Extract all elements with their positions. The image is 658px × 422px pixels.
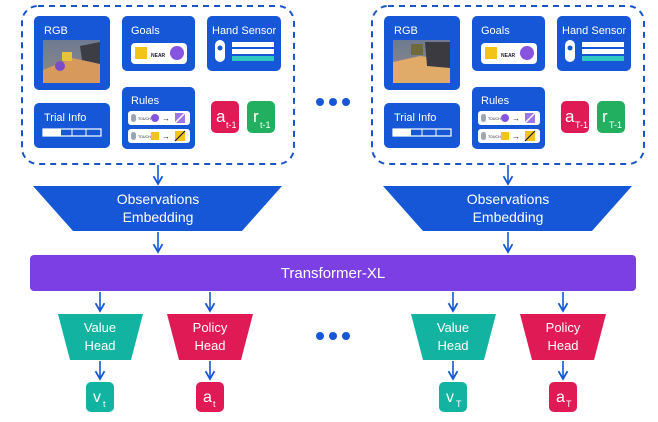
observations-embedding-right: Observations Embedding xyxy=(383,186,632,231)
svg-text:r: r xyxy=(602,107,608,126)
value-output-left: v t xyxy=(86,382,114,412)
trial-info-label: Trial Info xyxy=(44,112,86,124)
svg-text:t: t xyxy=(103,399,106,409)
observation-panel-left: RGB Goals NEAR Hand Sensor xyxy=(21,5,295,165)
policy-head-right: Policy Head xyxy=(520,314,606,360)
hand-sensor-card: Hand Sensor xyxy=(207,16,281,71)
svg-text:T: T xyxy=(456,399,462,409)
observations-embedding-left: Observations Embedding xyxy=(33,186,282,231)
svg-text:→: → xyxy=(512,114,520,123)
rules-label: Rules xyxy=(481,95,510,107)
rgb-label: RGB xyxy=(394,25,418,37)
hand-sensor-label: Hand Sensor xyxy=(212,25,277,37)
svg-text:t-1: t-1 xyxy=(260,120,271,130)
svg-text:v: v xyxy=(446,389,454,406)
goals-label: Goals xyxy=(481,25,510,37)
sensor-icon xyxy=(215,40,225,62)
svg-text:a: a xyxy=(216,107,226,126)
trial-info-card: Trial Info xyxy=(384,103,460,148)
svg-text:r: r xyxy=(253,107,259,126)
svg-text:Value: Value xyxy=(437,320,469,335)
ellipsis-bottom xyxy=(316,332,350,340)
hand-sensor-label: Hand Sensor xyxy=(562,25,627,37)
hand-sensor-card: Hand Sensor xyxy=(557,16,631,71)
rgb-card: RGB xyxy=(384,16,460,90)
near-label: NEAR xyxy=(151,53,166,59)
svg-text:TOUCH: TOUCH xyxy=(488,135,501,139)
transformer-xl-block: Transformer-XL xyxy=(30,255,636,291)
value-head-right: Value Head xyxy=(411,314,496,360)
svg-text:Head: Head xyxy=(84,338,115,353)
svg-text:→: → xyxy=(162,132,170,141)
svg-text:Head: Head xyxy=(547,338,578,353)
rules-card: Rules TOUCH → TOUCH → xyxy=(122,87,195,149)
rules-label: Rules xyxy=(131,95,160,107)
svg-text:Policy: Policy xyxy=(193,320,228,335)
ellipsis-top xyxy=(316,98,350,106)
rgb-image xyxy=(43,40,100,83)
rgb-card: RGB xyxy=(34,16,110,90)
svg-text:Observations: Observations xyxy=(467,191,549,207)
svg-text:Embedding: Embedding xyxy=(473,209,544,225)
svg-text:TOUCH: TOUCH xyxy=(488,117,501,121)
purple-sphere-icon xyxy=(520,46,534,60)
svg-text:a: a xyxy=(556,389,565,406)
prev-action-token: a T-1 xyxy=(561,101,589,133)
svg-text:→: → xyxy=(512,132,520,141)
sensor-icon xyxy=(565,40,575,62)
svg-text:t: t xyxy=(213,399,216,409)
prev-action-token: a t-1 xyxy=(211,101,239,133)
svg-text:t-1: t-1 xyxy=(226,120,237,130)
prev-reward-token: r t-1 xyxy=(247,101,275,133)
rgb-label: RGB xyxy=(44,25,68,37)
svg-text:Head: Head xyxy=(194,338,225,353)
svg-text:Transformer-XL: Transformer-XL xyxy=(281,265,385,282)
svg-text:a: a xyxy=(565,107,575,126)
action-output-right: a T xyxy=(549,382,577,412)
action-output-left: a t xyxy=(196,382,224,412)
svg-text:T-1: T-1 xyxy=(609,120,622,130)
trial-info-card: Trial Info xyxy=(34,103,110,148)
svg-text:T: T xyxy=(566,399,572,409)
trial-info-label: Trial Info xyxy=(394,112,436,124)
svg-text:Head: Head xyxy=(437,338,468,353)
value-head-left: Value Head xyxy=(58,314,143,360)
svg-text:Policy: Policy xyxy=(546,320,581,335)
policy-head-left: Policy Head xyxy=(167,314,253,360)
yellow-cube-icon xyxy=(135,47,147,59)
purple-sphere-icon xyxy=(170,46,184,60)
near-label: NEAR xyxy=(501,53,516,59)
svg-text:T-1: T-1 xyxy=(575,120,588,130)
goals-card: Goals NEAR xyxy=(472,16,545,71)
rgb-image xyxy=(393,40,450,83)
svg-text:TOUCH: TOUCH xyxy=(138,135,151,139)
svg-text:Observations: Observations xyxy=(117,191,199,207)
svg-text:Embedding: Embedding xyxy=(123,209,194,225)
svg-text:Value: Value xyxy=(84,320,116,335)
svg-text:→: → xyxy=(162,114,170,123)
svg-text:TOUCH: TOUCH xyxy=(138,117,151,121)
rules-card: Rules TOUCH → TOUCH → xyxy=(472,87,545,149)
svg-text:a: a xyxy=(203,389,212,406)
value-output-right: v T xyxy=(439,382,467,412)
svg-text:v: v xyxy=(93,389,101,406)
yellow-cube-icon xyxy=(485,47,497,59)
observation-panel-right: RGB Goals NEAR Hand Sensor xyxy=(371,5,645,165)
prev-reward-token: r T-1 xyxy=(597,101,625,133)
goals-card: Goals NEAR xyxy=(122,16,195,71)
goals-label: Goals xyxy=(131,25,160,37)
